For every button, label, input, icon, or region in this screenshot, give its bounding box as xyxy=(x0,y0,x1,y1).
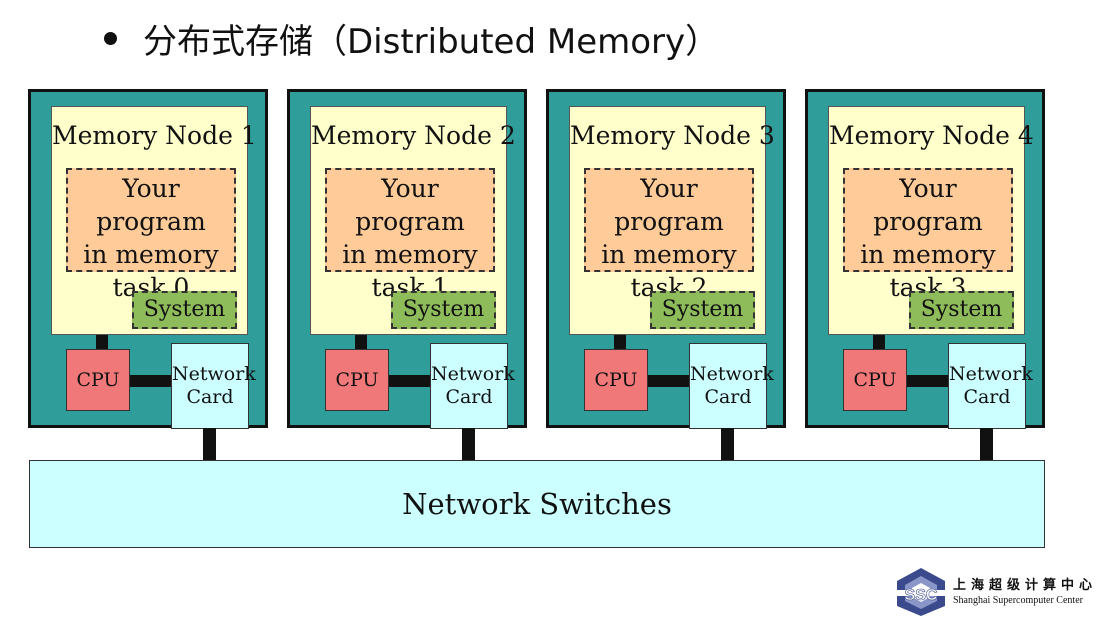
ssc-logo-icon: SSC xyxy=(893,568,949,616)
switch-connector-3 xyxy=(721,428,734,461)
logo-name-cn: 上海超级计算中心 xyxy=(953,578,1098,593)
network-card-line: Network xyxy=(431,363,515,385)
program-line: in memory xyxy=(601,240,737,269)
cpu-card-link xyxy=(130,375,172,387)
network-card-line: Network xyxy=(172,363,256,385)
switch-connector-2 xyxy=(462,428,475,461)
memory-cpu-link xyxy=(873,335,885,351)
cpu-block: CPU xyxy=(325,349,389,411)
memory-cpu-link xyxy=(614,335,626,351)
memory-node-label: Memory Node 4 xyxy=(829,121,1034,150)
cpu-block: CPU xyxy=(843,349,907,411)
network-switches: Network Switches xyxy=(29,460,1045,548)
switch-connector-4 xyxy=(980,428,993,461)
program-line: Your program xyxy=(614,174,724,236)
title-text: 分布式存储（Distributed Memory） xyxy=(143,21,720,62)
network-card: Network Card xyxy=(689,343,774,429)
program-block: Your program in memory task 2 xyxy=(584,168,754,302)
program-line: in memory xyxy=(860,240,996,269)
ssc-logo: SSC 上海超级计算中心 Shanghai Supercomputer Cent… xyxy=(893,566,1103,618)
network-card-line: Network xyxy=(949,363,1033,385)
cpu-block: CPU xyxy=(66,349,130,411)
network-card-line: Card xyxy=(186,386,234,408)
memory-node-2: Memory Node 2 Your program in memory tas… xyxy=(287,89,527,429)
memory-block: Memory Node 2 Your program in memory tas… xyxy=(310,106,516,335)
memory-block: Memory Node 4 Your program in memory tas… xyxy=(828,106,1034,335)
system-block: System xyxy=(391,291,496,329)
network-card: Network Card xyxy=(948,343,1033,429)
memory-block: Memory Node 3 Your program in memory tas… xyxy=(569,106,775,335)
network-card: Network Card xyxy=(171,343,256,429)
system-block: System xyxy=(132,291,237,329)
memory-node-label: Memory Node 3 xyxy=(570,121,775,150)
program-line: in memory xyxy=(342,240,478,269)
memory-block: Memory Node 1 Your program in memory tas… xyxy=(51,106,257,335)
network-card: Network Card xyxy=(430,343,515,429)
svg-text:SSC: SSC xyxy=(905,587,938,604)
memory-cpu-link xyxy=(96,335,108,351)
network-card-line: Card xyxy=(445,386,493,408)
memory-node-1: Memory Node 1 Your program in memory tas… xyxy=(28,89,268,429)
program-block: Your program in memory task 3 xyxy=(843,168,1013,302)
program-line: Your program xyxy=(873,174,983,236)
memory-node-label: Memory Node 1 xyxy=(52,121,257,150)
memory-cpu-link xyxy=(355,335,367,351)
cpu-card-link xyxy=(648,375,690,387)
program-block: Your program in memory task 0 xyxy=(66,168,236,302)
cpu-card-link xyxy=(907,375,949,387)
logo-name-en: Shanghai Supercomputer Center xyxy=(953,595,1083,606)
memory-node-4: Memory Node 4 Your program in memory tas… xyxy=(805,89,1045,429)
system-block: System xyxy=(909,291,1014,329)
program-block: Your program in memory task 1 xyxy=(325,168,495,302)
cpu-block: CPU xyxy=(584,349,648,411)
program-line: in memory xyxy=(83,240,219,269)
switch-connector-1 xyxy=(203,428,216,461)
memory-node-label: Memory Node 2 xyxy=(311,121,516,150)
memory-node-3: Memory Node 3 Your program in memory tas… xyxy=(546,89,786,429)
bullet-icon xyxy=(104,31,117,45)
network-card-line: Network xyxy=(690,363,774,385)
slide-title: 分布式存储（Distributed Memory） xyxy=(104,14,719,62)
system-block: System xyxy=(650,291,755,329)
network-card-line: Card xyxy=(963,386,1011,408)
network-card-line: Card xyxy=(704,386,752,408)
program-line: Your program xyxy=(96,174,206,236)
cpu-card-link xyxy=(389,375,431,387)
program-line: Your program xyxy=(355,174,465,236)
